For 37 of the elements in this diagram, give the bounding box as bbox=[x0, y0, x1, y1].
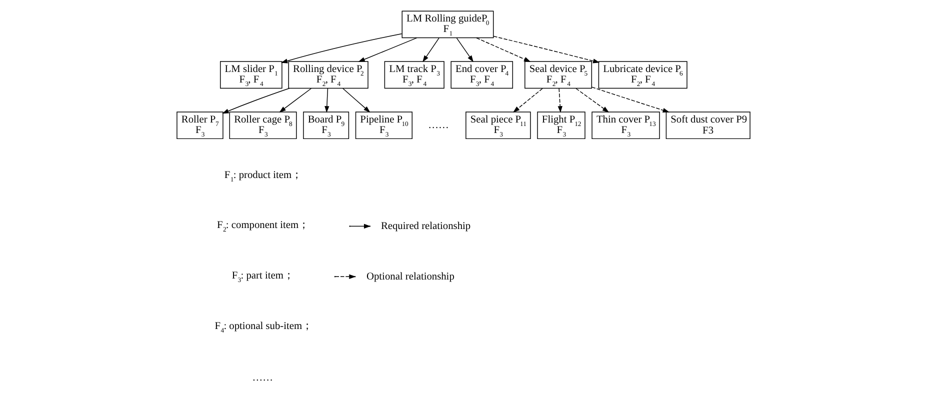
arrow bbox=[476, 38, 530, 62]
node-box: Soft dust cover P9 F3 bbox=[665, 112, 750, 140]
node-box: Seal device P$_{5}$ F$_{2}$, F$_{4}$ bbox=[524, 61, 592, 89]
legend-label: Optional relationship bbox=[366, 271, 454, 282]
label: F$_{3}$: part item； bbox=[231, 270, 293, 284]
legend-label: Required relationship bbox=[380, 220, 470, 232]
node-box: Board P$_{9}$ F$_{3}$ bbox=[302, 112, 349, 140]
node-box: End cover P$_{4}$ F$_{3}$, F$_{4}$ bbox=[450, 61, 513, 89]
node-box: Pipeline P$_{10}$ F$_{3}$ bbox=[354, 112, 412, 140]
node-box: Thin cover P$_{13}$ F$_{3}$ bbox=[591, 112, 660, 140]
node-box: Rolling device P$_{2}$ F$_{2}$, F$_{4}$ bbox=[288, 61, 368, 89]
node-box: Lubricate device P$_{6}$ F$_{2}$, F$_{4}$ bbox=[598, 61, 687, 89]
arrow bbox=[422, 38, 439, 62]
arrow bbox=[456, 38, 473, 62]
arrow bbox=[492, 36, 600, 64]
arrow bbox=[278, 88, 312, 112]
node-box: Roller P$_{7}$ F$_{3}$ bbox=[176, 112, 223, 140]
arrow bbox=[324, 88, 329, 113]
arrow bbox=[557, 88, 562, 113]
node-box: Roller cage P$_{8}$ F$_{3}$ bbox=[228, 112, 296, 140]
node-box: LM track P$_{3}$ F$_{3}$, F$_{4}$ bbox=[384, 61, 444, 89]
label: F$_{2}$: component item； bbox=[216, 220, 308, 234]
label: …… bbox=[428, 120, 448, 132]
node-box: Seal piece P$_{11}$ F$_{3}$ bbox=[465, 112, 530, 140]
arrow bbox=[590, 86, 669, 112]
arrow bbox=[342, 88, 370, 113]
node-box: LM Rolling guideP$_{0}$ F$_{1}$ bbox=[401, 10, 494, 38]
arrow bbox=[358, 38, 417, 62]
label: F$_{4}$: optional sub-item； bbox=[214, 321, 312, 335]
arrow bbox=[222, 88, 290, 114]
label: …… bbox=[252, 372, 273, 384]
arrow bbox=[512, 88, 542, 113]
arrow bbox=[280, 33, 402, 64]
arrow bbox=[575, 88, 609, 112]
node-box: LM slider P$_{1}$ F$_{3}$, F$_{4}$ bbox=[220, 61, 282, 89]
node-box: Flight P$_{12}$ F$_{3}$ bbox=[536, 112, 585, 140]
label: F$_{1}$: product item； bbox=[224, 170, 302, 184]
